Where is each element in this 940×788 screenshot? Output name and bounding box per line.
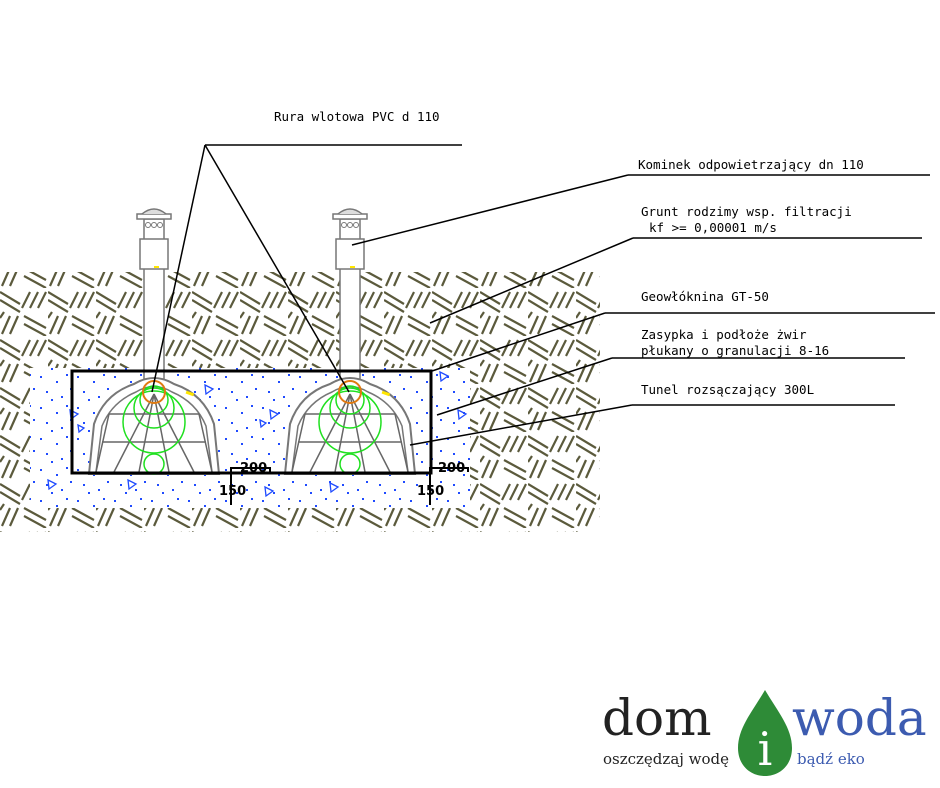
label-tunnel: Tunel rozsączający 300L xyxy=(641,382,814,397)
dimension-lines xyxy=(230,467,469,505)
dim-base-depth-1: 150 xyxy=(219,484,246,499)
leader-lines xyxy=(151,144,935,446)
label-native-soil-kf: kf >= 0,00001 m/s xyxy=(649,220,777,235)
gravel-stones xyxy=(47,370,468,498)
logo-word-woda: woda xyxy=(792,689,927,747)
logo-word-dom: dom xyxy=(602,689,712,747)
dim-base-depth-2: 150 xyxy=(417,484,444,499)
logo-tagline-left: oszczędzaj wodę xyxy=(603,750,729,768)
logo-drop-icon xyxy=(738,690,792,776)
label-vent-chimney: Kominek odpowietrzający dn 110 xyxy=(638,157,864,172)
dim-gap-width: 200 xyxy=(240,461,267,476)
label-geotextile: Geowłóknina GT-50 xyxy=(641,289,769,304)
domiwoda-logo: dom i woda oszczędzaj wodę bądź eko xyxy=(602,689,927,776)
label-native-soil: Grunt rodzimy wsp. filtracji xyxy=(641,204,852,219)
label-backfill: Zasypka i podłoże żwir xyxy=(641,327,807,342)
logo-letter-i: i xyxy=(758,722,773,776)
geotextile-outline xyxy=(70,369,433,475)
label-inlet-pipe: Rura wlotowa PVC d 110 xyxy=(274,109,440,124)
logo-tagline-right: bądź eko xyxy=(797,750,865,768)
label-backfill-granulation: płukany o granulacji 8-16 xyxy=(641,343,829,358)
dim-side-width: 200 xyxy=(438,461,465,476)
